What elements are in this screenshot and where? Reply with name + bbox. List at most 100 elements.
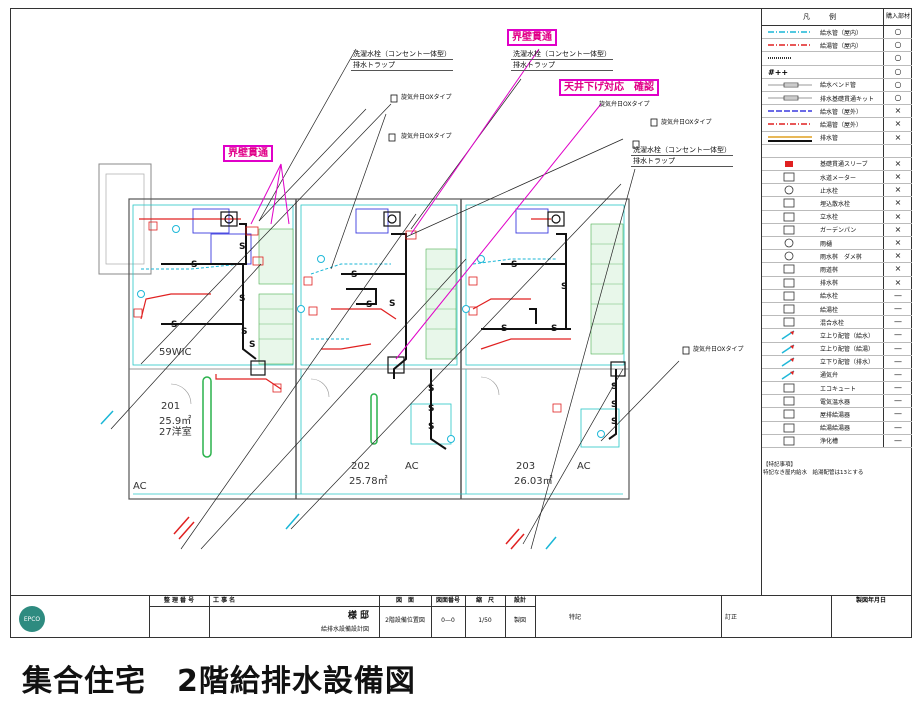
legend-row: 雨水桝 ダメ桝× (762, 250, 912, 264)
legend-purchase-mark: × (883, 184, 912, 197)
drawing-number-cell: 図面番号 0—0 (431, 596, 466, 638)
legend-symbol-icon (762, 316, 817, 328)
legend-rows: 給水管（屋内）○給湯管（屋内）○○#++○給水ベンド管○排水基礎貫通キット○給水… (762, 26, 912, 448)
legend-purchase-mark: ○ (883, 26, 912, 39)
legend-col-purchase: 購入部材 (883, 9, 912, 25)
scale-cell: 縮 尺 1/50 (465, 596, 506, 638)
legend-label: 排水管 (820, 135, 839, 143)
legend-label: 埋込散水栓 (820, 201, 851, 209)
legend-purchase-mark: ○ (883, 39, 912, 52)
legend-row: 給湯給湯器— (762, 421, 912, 435)
legend-symbol-icon (762, 435, 817, 447)
legend-row: 排水管× (762, 131, 912, 145)
legend-row: 電気温水器— (762, 395, 912, 409)
legend-purchase-mark: × (883, 223, 912, 236)
legend-symbol-icon (762, 52, 817, 64)
legend-purchase-mark: — (883, 302, 912, 316)
title-block: EPCO 整 理 番 号 工 事 名 様 邸 給排水設備設計図 図 面 2階設備… (11, 595, 911, 638)
company-logo-icon: EPCO (19, 606, 45, 632)
legend-row: 立水栓× (762, 210, 912, 224)
design-cell: 設計 製図 (505, 596, 536, 638)
legend-label: 給水ベンド管 (820, 82, 857, 90)
legend-row: 給水栓 — (762, 289, 912, 303)
legend-purchase-mark: — (883, 342, 912, 355)
legend-row: 立上り配管（給湯）— (762, 342, 912, 356)
legend-purchase-mark: × (883, 263, 912, 276)
legend-symbol-icon (762, 105, 817, 117)
legend-label: 雨水桝 ダメ桝 (820, 253, 862, 261)
svg-text:S: S (389, 299, 395, 309)
callout-washer-2: 洗濯水栓（コンセント一体型） 排水トラップ (511, 50, 613, 71)
svg-text:S: S (351, 270, 357, 280)
legend-row: 給水ベンド管 ○ (762, 78, 912, 92)
svg-text:S: S (171, 320, 177, 330)
room-wic: 59WIC (159, 347, 192, 358)
legend-symbol-icon (762, 39, 817, 51)
legend-label: 屋排給湯器 (820, 412, 851, 420)
svg-text:S: S (366, 300, 372, 310)
legend-symbol-icon (762, 171, 817, 183)
legend-row: ガーデンパン × (762, 223, 912, 237)
legend-symbol-icon (762, 422, 817, 434)
legend-label: 給水管（屋外） (820, 108, 863, 116)
legend-label: 通気弁 (820, 372, 839, 380)
tag-wall-penetration-1: 界壁貫通 (507, 29, 557, 46)
legend-symbol-icon (762, 26, 817, 38)
legend-symbol-icon (762, 382, 817, 394)
project-subtitle: 給排水設備設計図 (320, 626, 369, 633)
tag-ceiling-check: 天井下げ対応 確認 (559, 79, 659, 96)
legend-purchase-mark: ○ (883, 78, 912, 91)
svg-text:S: S (501, 324, 507, 334)
legend-purchase-mark: × (883, 237, 912, 250)
legend-row (762, 144, 912, 158)
special-note-cell: 特記 (535, 596, 722, 638)
legend-symbol-icon (762, 303, 817, 315)
legend-label: エコキュート (820, 385, 857, 393)
legend-label: ガーデンパン (820, 227, 857, 235)
legend-label: 雨樋 (820, 240, 833, 248)
legend-label: 給水栓 (820, 293, 839, 301)
callout-washer-1: 洗濯水栓（コンセント一体型） 排水トラップ (351, 50, 453, 71)
legend-row: エコキュート— (762, 382, 912, 396)
room-201: 201 (161, 401, 181, 412)
legend-symbol-icon (762, 250, 817, 262)
legend-label: 浄化槽 (820, 438, 839, 446)
room-203: 203 (516, 461, 536, 472)
svg-text:S: S (611, 400, 617, 410)
legend-purchase-mark: — (883, 421, 912, 434)
legend-row: 排水桝× (762, 276, 912, 290)
legend-symbol-icon (762, 237, 817, 249)
legend-purchase-mark: — (883, 289, 912, 302)
legend-row: 基礎貫通スリーブ× (762, 157, 912, 172)
legend-label: 立上り配管（給水） (820, 332, 875, 340)
vent-label-1: 旋気弁日OXタイプ (401, 94, 452, 101)
legend-purchase-mark: × (883, 171, 912, 184)
legend-purchase-mark: × (883, 105, 912, 118)
svg-text:S: S (561, 282, 567, 292)
project-cell: 工 事 名 様 邸 給排水設備設計図 (209, 596, 380, 638)
legend-row: 雨樋 × (762, 237, 912, 251)
legend-symbol-icon (762, 408, 817, 420)
legend-purchase-mark: — (883, 355, 912, 368)
legend-symbol-icon (762, 145, 817, 157)
vent-label-5: 旋気弁日OXタイプ (693, 346, 744, 353)
date-cell: 製図年月日 (855, 597, 886, 604)
legend-purchase-mark: ○ (883, 91, 912, 105)
legend-label: 混合水栓 (820, 319, 845, 327)
legend-row: ○ (762, 52, 912, 66)
vent-label-2: 旋気弁日OXタイプ (401, 133, 452, 140)
drawing-cell: 図 面 2階設備位置図 (379, 596, 432, 638)
legend-symbol-icon (762, 158, 817, 170)
legend-row: 給水管（屋内）○ (762, 26, 912, 40)
legend-purchase-mark: × (883, 157, 912, 171)
legend-symbol-icon (762, 329, 817, 341)
page-caption: 集合住宅 2階給排水設備図 (22, 664, 416, 699)
special-notes: 【特記事項】 特記なき屋内給水 給湯配管は13とする (763, 461, 863, 477)
legend-symbol-icon (762, 184, 817, 196)
legend-symbol-icon: #++ (762, 66, 817, 78)
notes-body: 特記なき屋内給水 給湯配管は13とする (763, 470, 864, 476)
revision-cell: 訂正 (721, 596, 832, 638)
legend-row: 浄化槽— (762, 434, 912, 448)
